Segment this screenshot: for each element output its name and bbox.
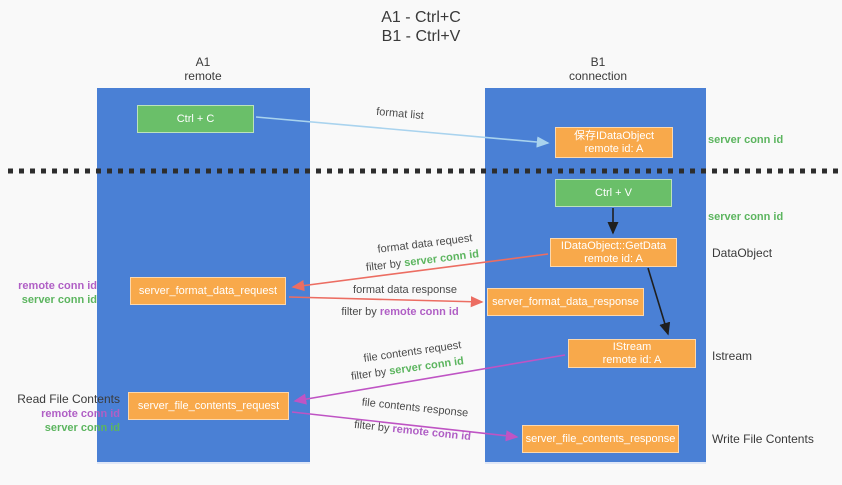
filter-by-text-2: filter by: [341, 306, 380, 318]
format-data-response-label: format data response: [353, 284, 457, 296]
remote-conn-id-inline-2: remote conn id: [391, 422, 472, 444]
format-list-label: format list: [375, 105, 425, 123]
filter-by-remote-conn-id-2: filter by remote conn id: [340, 417, 485, 444]
format-data-response-arrow: [288, 296, 484, 308]
filter-by-text-4: filter by: [353, 418, 394, 435]
lane-header-a1: A1 remote: [153, 55, 253, 83]
server-conn-id-label-mid: server conn id: [708, 211, 784, 223]
server-format-data-response-node: server_format_data_response: [487, 288, 644, 316]
save-dataobject-line1: 保存IDataObject: [573, 129, 655, 142]
save-dataobject-line2: remote id: A: [584, 142, 644, 155]
left-labels-file: Read File Contents remote conn id server…: [5, 392, 120, 435]
filter-by-text-3: filter by: [350, 365, 391, 383]
lane-a1-id: A1: [195, 55, 211, 69]
server-conn-id-label-2: server conn id: [44, 422, 120, 434]
server-format-data-request-label: server_format_data_request: [138, 284, 278, 297]
istream-node: IStream remote id: A: [568, 339, 696, 368]
server-format-data-response-label: server_format_data_response: [492, 295, 639, 308]
server-file-contents-request-label: server_file_contents_request: [137, 399, 280, 412]
file-contents-response-label: file contents response: [361, 396, 469, 420]
lane-b1-id: B1: [590, 55, 606, 69]
remote-conn-id-inline-1: remote conn id: [379, 306, 459, 318]
save-dataobject-node: 保存IDataObject remote id: A: [555, 127, 673, 158]
diagram-title: A1 - Ctrl+C B1 - Ctrl+V: [0, 8, 842, 46]
getdata-line1: IDataObject::GetData: [560, 239, 667, 252]
getdata-node: IDataObject::GetData remote id: A: [550, 238, 677, 267]
server-format-data-request-node: server_format_data_request: [130, 277, 286, 305]
istream-line1: IStream: [612, 340, 652, 353]
lane-header-b1: B1 connection: [548, 55, 648, 83]
title-line-2: B1 - Ctrl+V: [381, 28, 461, 45]
getdata-line2: remote id: A: [584, 252, 643, 265]
ctrl-v-label: Ctrl + V: [595, 186, 632, 199]
remote-conn-id-label-2: remote conn id: [41, 408, 120, 420]
server-conn-id-label-top: server conn id: [708, 134, 784, 146]
istream-side-label: Istream: [712, 349, 753, 363]
istream-line2: remote id: A: [602, 353, 662, 366]
remote-conn-id-label-1: remote conn id: [18, 280, 97, 292]
filter-by-text-1: filter by: [365, 257, 406, 274]
dataobject-label: DataObject: [712, 246, 773, 260]
lane-b1-subtitle: connection: [568, 69, 628, 83]
filter-by-remote-conn-id-1: filter by remote conn id: [330, 306, 470, 318]
write-file-contents-label: Write File Contents: [712, 432, 814, 446]
server-file-contents-response-label: server_file_contents_response: [525, 432, 676, 445]
title-line-1: A1 - Ctrl+C: [381, 9, 461, 26]
ctrl-c-label: Ctrl + C: [176, 112, 215, 125]
server-file-contents-response-node: server_file_contents_response: [522, 425, 679, 453]
read-file-contents-label: Read File Contents: [17, 392, 120, 406]
lane-a1-subtitle: remote: [184, 69, 222, 83]
ctrl-c-node: Ctrl + C: [137, 105, 254, 133]
ctrl-v-node: Ctrl + V: [555, 179, 672, 207]
server-file-contents-request-node: server_file_contents_request: [128, 392, 289, 420]
server-conn-id-label-1: server conn id: [21, 294, 97, 306]
left-conn-ids-format: remote conn id server conn id: [5, 279, 97, 307]
